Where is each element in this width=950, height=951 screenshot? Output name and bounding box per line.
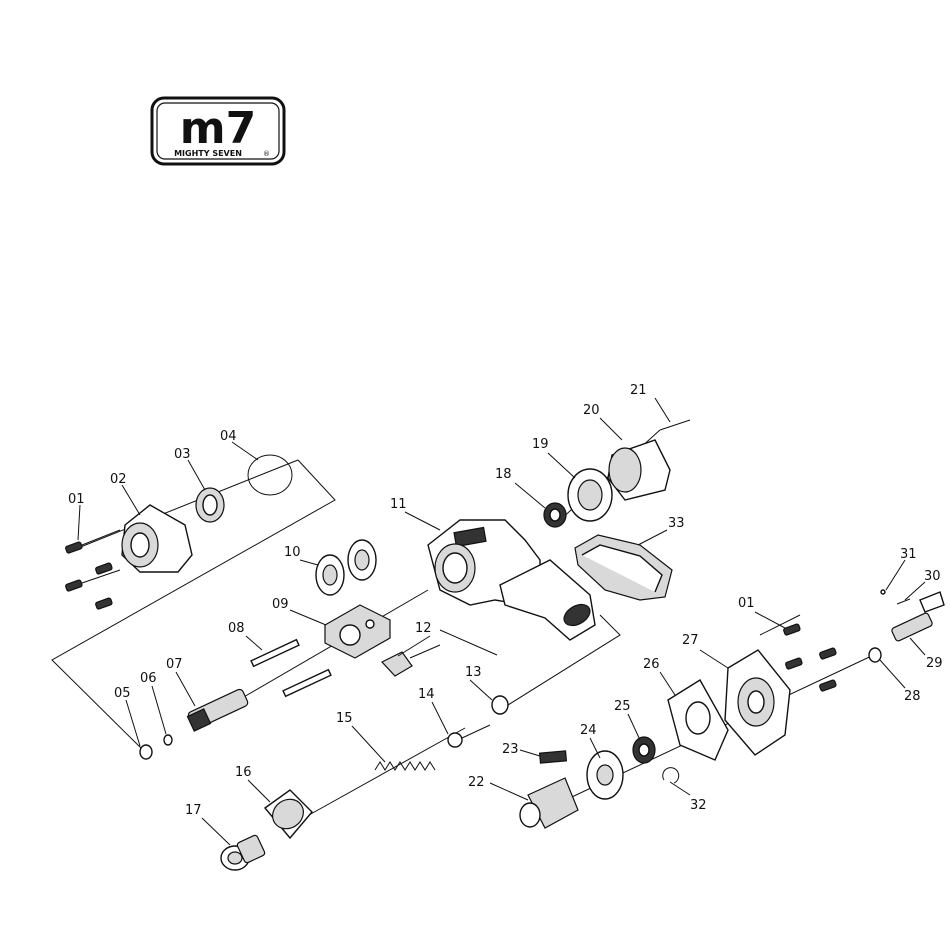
part-18-bearing — [544, 503, 566, 527]
part-15-spring — [375, 762, 435, 770]
label-02: 02 — [110, 472, 127, 487]
part-08-pins — [251, 640, 331, 697]
part-06-ring — [164, 735, 172, 745]
part-11-housing — [428, 520, 595, 640]
label-05: 05 — [114, 686, 131, 701]
label-11: 11 — [390, 497, 407, 512]
label-14: 14 — [418, 687, 435, 702]
label-22: 22 — [468, 775, 485, 790]
part-10-hammers — [316, 540, 376, 595]
label-18: 18 — [495, 467, 512, 482]
label-13: 13 — [465, 665, 482, 680]
part-12-trigger — [382, 645, 440, 676]
label-12: 12 — [415, 621, 432, 636]
label-08: 08 — [228, 621, 245, 636]
part-19-end-plate — [568, 469, 612, 521]
part-16-exhaust-cover — [265, 790, 312, 838]
label-24: 24 — [580, 723, 597, 738]
part-32-snap-ring — [663, 768, 679, 783]
label-30: 30 — [924, 569, 941, 584]
label-09: 09 — [272, 597, 289, 612]
part-25-bearing — [633, 737, 655, 763]
leader-lines — [78, 398, 925, 845]
label-20: 20 — [583, 403, 600, 418]
part-09-hammer-frame — [325, 605, 390, 658]
label-16: 16 — [235, 765, 252, 780]
part-03-bushing — [196, 488, 224, 522]
part-21-pin — [660, 420, 690, 430]
label-21: 21 — [630, 383, 647, 398]
label-15: 15 — [336, 711, 353, 726]
part-17-air-inlet — [221, 834, 266, 870]
label-04: 04 — [220, 429, 237, 444]
label-07: 07 — [166, 657, 183, 672]
part-30-spring — [897, 599, 910, 604]
part-28-o-ring — [869, 648, 881, 662]
part-29-reverse-valve — [891, 592, 944, 642]
part-02-front-cover — [122, 505, 192, 572]
label-03: 03 — [174, 447, 191, 462]
label-23: 23 — [502, 742, 519, 757]
label-06: 06 — [140, 671, 157, 686]
part-05-washer — [140, 745, 152, 759]
label-27: 27 — [682, 633, 699, 648]
part-24-rear-plate — [587, 751, 623, 799]
part-14-valve — [448, 725, 490, 747]
label-10: 10 — [284, 545, 301, 560]
assembly-guide-lines — [52, 430, 880, 820]
label-32: 32 — [690, 798, 707, 813]
label-01-rear: 01 — [738, 596, 755, 611]
part-33-rubber-boot — [575, 535, 672, 600]
label-28: 28 — [904, 689, 921, 704]
label-17: 17 — [185, 803, 202, 818]
part-01-rear-bolts — [783, 624, 836, 692]
part-13-ring — [492, 696, 508, 714]
part-04-o-ring — [248, 455, 292, 495]
label-25: 25 — [614, 699, 631, 714]
label-01: 01 — [68, 492, 85, 507]
label-33: 33 — [668, 516, 685, 531]
label-19: 19 — [532, 437, 549, 452]
part-07-anvil — [187, 688, 249, 731]
label-31: 31 — [900, 547, 917, 562]
label-26: 26 — [643, 657, 660, 672]
label-29: 29 — [926, 656, 943, 671]
part-31-ball — [881, 590, 885, 594]
part-22-rotor — [520, 778, 578, 828]
part-20-cylinder — [608, 440, 670, 500]
part-23-blade — [540, 751, 567, 763]
part-27-rear-cover — [725, 650, 790, 755]
